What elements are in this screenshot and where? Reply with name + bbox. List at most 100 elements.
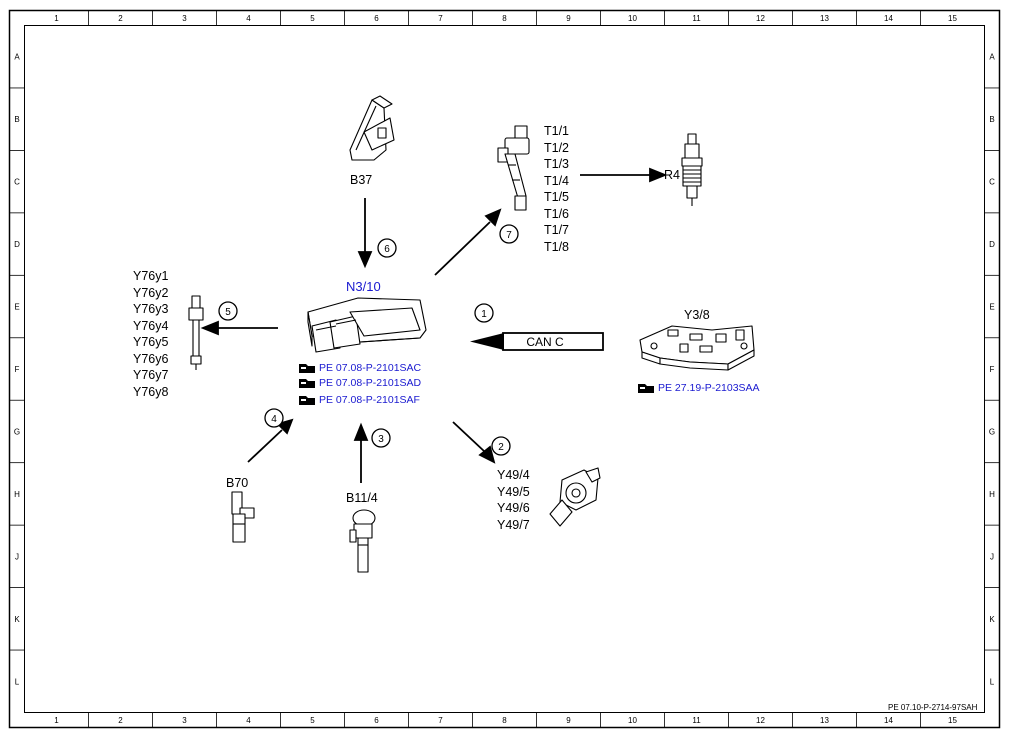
grid-column-label: 14: [884, 14, 893, 23]
reference-link-2101saf[interactable]: PE 07.08-P-2101SAF: [299, 394, 420, 406]
t1-ignition-coil-icon: [497, 125, 530, 211]
grid-row-label: D: [989, 240, 995, 249]
grid-column-label: 3: [182, 716, 187, 725]
y3-8-label: Y3/8: [684, 308, 710, 322]
t1-label-list: T1/1 T1/2 T1/3 T1/4 T1/5 T1/6 T1/7 T1/8: [544, 123, 569, 255]
grid-column-label: 4: [246, 14, 251, 23]
reference-book-icon: [299, 363, 315, 373]
grid-column-label: 11: [692, 14, 701, 23]
grid-column-label: 13: [820, 716, 829, 725]
arrow-3-head: [353, 422, 369, 441]
n3-10-ecu-icon: [307, 297, 427, 353]
grid-row-label: F: [990, 365, 995, 374]
grid-column-label: 3: [182, 14, 187, 23]
grid-column-label: 9: [566, 14, 571, 23]
b11-4-coolant-sensor-icon: [349, 509, 376, 573]
t1-label: T1/8: [544, 239, 570, 254]
b37-pedal-sensor-icon: [349, 95, 395, 161]
y76-label: Y76y2: [133, 285, 169, 300]
t1-label: T1/2: [544, 140, 570, 155]
t1-label: T1/4: [544, 173, 570, 188]
arrow-2: [452, 421, 486, 453]
t1-label: T1/1: [544, 124, 570, 138]
grid-row-label: K: [989, 615, 995, 624]
grid-column-label: 12: [756, 14, 765, 23]
arrow-5-head: [200, 320, 219, 336]
grid-column-label: 6: [374, 716, 379, 725]
can-c-label: CAN C: [526, 335, 564, 349]
step-numbers: 1 2 3 4 5 6 7: [225, 230, 512, 453]
reference-link-label: PE 07.08-P-2101SAC: [319, 362, 422, 374]
y76-label: Y76y3: [133, 302, 169, 316]
grid-row-label: A: [14, 53, 20, 62]
t1-label: T1/6: [544, 206, 570, 221]
arrow-6-head: [357, 251, 373, 269]
y49-label: Y49/4: [497, 468, 530, 482]
arrow-7: [434, 221, 491, 276]
grid-row-label: K: [14, 615, 20, 624]
y76-label: Y76y5: [133, 335, 169, 349]
r4-spark-plug-icon: [681, 133, 703, 206]
arrow-t1-r4-head: [649, 167, 668, 183]
signal-arrows: [200, 167, 668, 483]
arrow-4: [247, 429, 283, 463]
step-number-6: 6: [384, 244, 390, 255]
grid-row-label: E: [989, 303, 994, 312]
y49-label: Y49/7: [497, 517, 530, 532]
grid-row-label: B: [989, 115, 994, 124]
outer-frame: [8, 9, 1001, 729]
grid-row-label: A: [989, 53, 995, 62]
grid-row-label: H: [989, 490, 995, 499]
step-number-2: 2: [498, 442, 504, 453]
r4-label: R4: [664, 168, 680, 182]
grid-column-label: 1: [54, 14, 59, 23]
y3-8-control-unit-icon: [639, 325, 755, 371]
reference-link-label: PE 07.08-P-2101SAF: [319, 394, 420, 406]
grid-column-label: 5: [310, 716, 315, 725]
grid-column-label: 10: [628, 716, 637, 725]
y76-label-list: Y76y1 Y76y2 Y76y3 Y76y4 Y76y5 Y76y6 Y76y…: [133, 268, 168, 400]
b11-4-label: B11/4: [346, 491, 378, 505]
grid-column-label: 15: [948, 716, 957, 725]
grid-row-label: C: [14, 178, 20, 187]
grid-column-label: 7: [438, 14, 443, 23]
grid-column-label: 6: [374, 14, 379, 23]
reference-link-2103saa[interactable]: PE 27.19-P-2103SAA: [638, 382, 760, 394]
y76-label: Y76y7: [133, 368, 169, 382]
grid-row-label: E: [14, 303, 19, 312]
step-number-7: 7: [506, 230, 512, 241]
inner-frame: [24, 25, 985, 713]
grid-row-label: L: [15, 677, 20, 686]
grid-row-label: J: [15, 552, 19, 561]
reference-link-2101sac[interactable]: PE 07.08-P-2101SAC: [299, 362, 421, 374]
footer-document-code: PE 07.10-P-2714-97SAH: [888, 703, 978, 712]
y76-label: Y76y4: [133, 318, 169, 333]
b70-label: B70: [226, 476, 249, 490]
step-circle-5: [218, 301, 238, 321]
grid-column-label: 12: [756, 716, 765, 725]
step-circles: [218, 224, 519, 456]
step-number-4: 4: [271, 414, 277, 425]
grid-column-label: 5: [310, 14, 315, 23]
reference-link-label: PE 07.08-P-2101SAD: [319, 377, 422, 389]
y49-camshaft-solenoid-icon: [549, 467, 601, 527]
grid-row-label: L: [990, 677, 995, 686]
step-circle-1: [474, 303, 494, 323]
step-circle-2: [491, 436, 511, 456]
reference-link-2101sad[interactable]: PE 07.08-P-2101SAD: [299, 377, 421, 389]
t1-label: T1/5: [544, 190, 570, 204]
grid-column-label: 4: [246, 716, 251, 725]
grid-column-label: 2: [118, 14, 123, 23]
step-number-1: 1: [481, 309, 487, 320]
t1-label: T1/3: [544, 157, 570, 171]
grid-column-label: 8: [502, 14, 507, 23]
reference-book-icon: [299, 378, 315, 388]
grid-column-label: 7: [438, 716, 443, 725]
grid-column-label: 8: [502, 716, 507, 725]
grid-row-label: J: [990, 552, 994, 561]
can-c-bus-arrow: CAN C: [470, 332, 604, 351]
y49-label-list: Y49/4 Y49/5 Y49/6 Y49/7: [497, 467, 530, 533]
grid-column-label: 15: [948, 14, 957, 23]
grid-row-label: B: [14, 115, 19, 124]
